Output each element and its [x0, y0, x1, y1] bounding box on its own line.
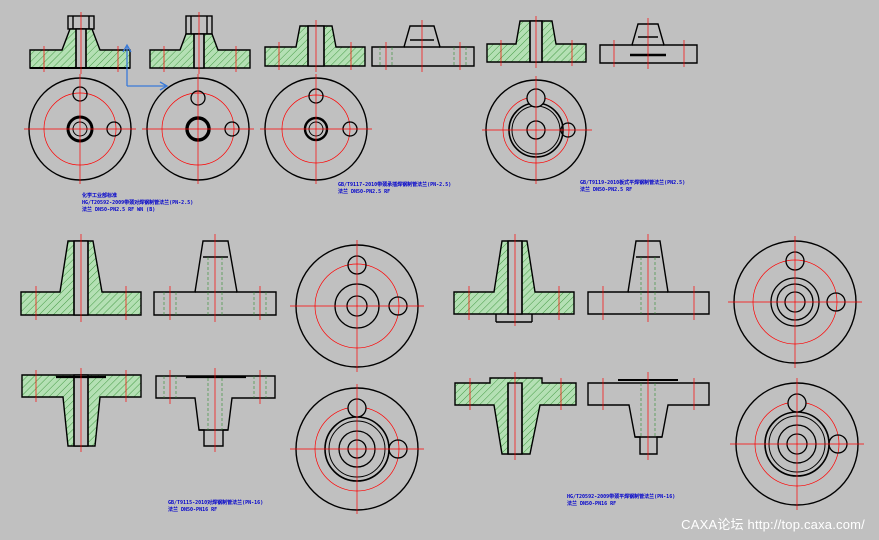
caption-line: 法兰 DN50-PN16 RF — [168, 507, 218, 513]
flange-outline-view-6 — [599, 23, 698, 64]
caption-block-5: HG/T20592-2009带颈平焊钢制管法兰(PN-16) 法兰 DN50-P… — [567, 494, 675, 508]
centerlines-outline-14 — [602, 372, 695, 460]
flange-section-view-11 — [453, 240, 575, 323]
centerlines-outline-10 — [169, 368, 261, 452]
caption-line: GB/T9119-2010板式平焊钢制管法兰(PN2.5) — [580, 180, 686, 186]
caption-line: 法兰 DN50-PN2.5 RF WN (B) — [82, 207, 156, 213]
centerlines-section-13 — [469, 372, 562, 460]
centerlines-section-9 — [35, 368, 127, 452]
flange-plan-view-6 — [290, 384, 424, 514]
centerlines-section-3 — [278, 20, 352, 72]
caption-line: 法兰 DN50-PN2.5 RF — [338, 189, 391, 195]
flange-plan-view-8 — [730, 378, 864, 510]
flange-plan-view-1 — [24, 74, 136, 184]
centerlines-outline-4 — [385, 20, 461, 72]
caption-block-1: 化学工业部标准 HG/T20592-2009带颈对焊钢制管法兰(PN-2.5) … — [82, 193, 193, 214]
forum-watermark: CAXA论坛 http://top.caxa.com/ — [681, 517, 865, 532]
centerlines-section-5 — [500, 16, 573, 68]
hidden-lines-14 — [640, 383, 656, 437]
flange-outline-view-4 — [371, 25, 475, 67]
flange-section-view-1 — [29, 15, 131, 69]
flange-plan-view-4 — [482, 76, 592, 184]
hidden-lines-4 — [379, 47, 467, 66]
caption-block-2: GB/T9117-2010带颈承插焊钢制管法兰(PN-2.5) 法兰 DN50-… — [338, 182, 451, 196]
caption-line: 法兰 DN50-PN2.5 RF — [580, 187, 633, 193]
caption-line: 化学工业部标准 — [82, 193, 118, 199]
ucs-axis-icon[interactable] — [122, 43, 169, 91]
centerlines-outline-12 — [602, 234, 695, 322]
caption-line: 法兰 DN50-PN16 RF — [567, 501, 617, 507]
centerlines-outline-8 — [169, 234, 261, 322]
caption-line: GB/T9117-2010带颈承插焊钢制管法兰(PN-2.5) — [338, 182, 452, 188]
flange-plan-view-5 — [290, 240, 424, 372]
flange-section-view-13 — [454, 377, 577, 455]
hidden-lines-10 — [163, 376, 267, 430]
flange-outline-view-14 — [587, 379, 710, 455]
flange-outline-view-10 — [155, 375, 276, 447]
caption-line: HG/T20592-2009带颈对焊钢制管法兰(PN-2.5) — [82, 200, 194, 206]
centerlines-section-2 — [163, 12, 237, 74]
flange-plan-view-2 — [142, 74, 254, 184]
flange-plan-view-3 — [260, 74, 372, 184]
centerlines-section-11 — [468, 234, 560, 326]
centerlines-outline-6 — [613, 18, 685, 69]
flange-outline-view-12 — [587, 240, 710, 315]
caption-line: GB/T9115-2010对焊钢制管法兰(PN-16) — [168, 500, 264, 506]
flange-section-view-2 — [149, 15, 251, 69]
centerlines-section-7 — [35, 234, 127, 322]
caption-block-3: GB/T9119-2010板式平焊钢制管法兰(PN2.5) 法兰 DN50-PN… — [580, 180, 685, 194]
hidden-lines-8 — [163, 257, 267, 315]
caption-line: HG/T20592-2009带颈平焊钢制管法兰(PN-16) — [567, 494, 676, 500]
centerlines-section-1 — [43, 12, 119, 74]
flange-section-view-9 — [21, 374, 142, 447]
flange-plan-view-7 — [728, 236, 862, 368]
hidden-lines-12 — [640, 257, 656, 314]
flange-section-view-5 — [486, 20, 587, 63]
caption-block-4: GB/T9115-2010对焊钢制管法兰(PN-16) 法兰 DN50-PN16… — [168, 500, 263, 514]
flange-section-view-3 — [264, 25, 366, 67]
